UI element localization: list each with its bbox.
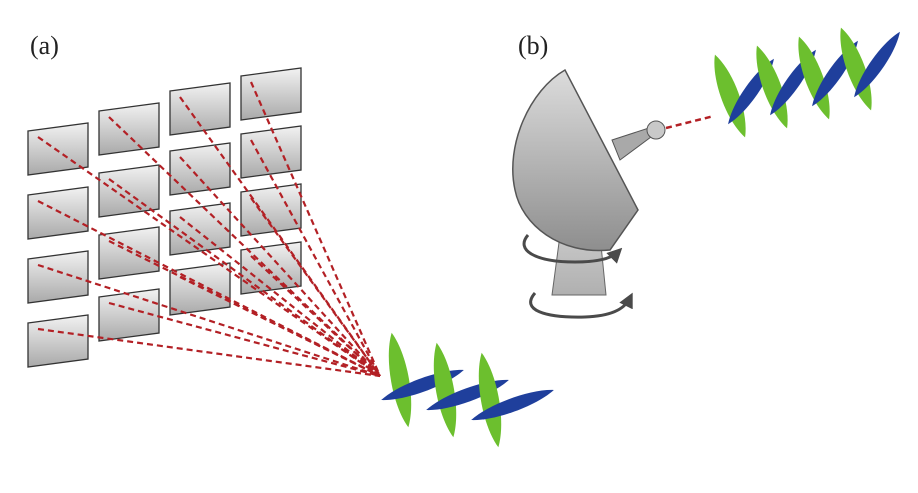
array-tile <box>169 142 231 196</box>
array-tile <box>27 250 89 304</box>
dish-beam-line <box>665 114 715 130</box>
array-tile <box>169 202 231 256</box>
array-tile <box>98 102 160 156</box>
dish-bowl <box>512 68 639 252</box>
panel-b-label: (b) <box>518 31 549 60</box>
rotation-arrow-icon <box>529 292 633 319</box>
panel-a-label: (a) <box>30 31 59 60</box>
beam-line <box>37 327 381 378</box>
array-tile <box>98 288 160 342</box>
array-tile <box>240 125 302 179</box>
beam-line <box>108 301 381 378</box>
array-tile <box>98 226 160 280</box>
wave-green-lobe <box>388 332 412 428</box>
beam-line <box>250 139 381 377</box>
array-tile <box>240 183 302 237</box>
array-tile <box>240 67 302 121</box>
array-tile <box>169 262 231 316</box>
satellite-dish-icon <box>512 68 715 319</box>
polarized-wave-icon <box>714 27 900 138</box>
panel-grid-icon <box>27 67 302 368</box>
beam-line <box>37 200 381 377</box>
beam-lines <box>37 81 382 378</box>
beam-line <box>250 197 381 377</box>
wave-blue-lobe <box>471 389 554 421</box>
array-tile <box>27 314 89 368</box>
rotation-arrow-icon <box>522 234 623 264</box>
dish-feed-horn <box>646 120 666 140</box>
beam-line <box>108 178 381 377</box>
beam-line <box>179 276 381 377</box>
polarized-wave-icon <box>381 332 554 448</box>
beam-line <box>249 81 382 377</box>
wave-blue-lobe <box>854 31 900 98</box>
wave-green-lobe <box>478 352 502 448</box>
beam-line <box>179 216 381 377</box>
array-tile <box>169 82 231 136</box>
array-tile <box>240 241 302 295</box>
array-tile <box>27 186 89 240</box>
beam-line <box>179 96 381 377</box>
array-tile <box>27 122 89 176</box>
wave-green-lobe <box>433 342 457 438</box>
